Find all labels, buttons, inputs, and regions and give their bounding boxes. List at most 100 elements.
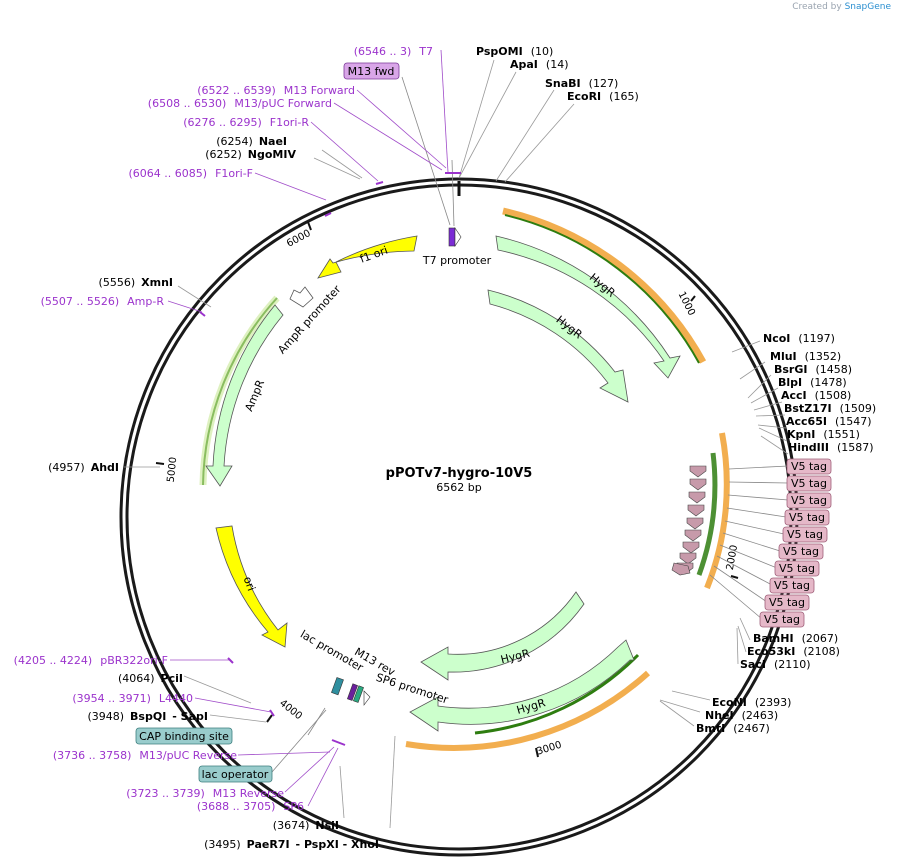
primer-name[interactable]: L4440 bbox=[159, 692, 193, 705]
primer-name[interactable]: M13/pUC Reverse bbox=[139, 749, 237, 762]
v5-tag-label[interactable]: V5 tag bbox=[774, 579, 810, 592]
site-ngomiv[interactable]: (6252)NgoMIV bbox=[205, 148, 296, 161]
site-apai[interactable]: ApaI(14) bbox=[510, 58, 569, 71]
primer-label-amp-r[interactable]: (5507 .. 5526)Amp-R bbox=[41, 295, 165, 308]
primer-label-m13-reverse[interactable]: (3723 .. 3739)M13 Reverse bbox=[126, 787, 284, 800]
v5-tag-label[interactable]: V5 tag bbox=[791, 494, 827, 507]
site-name[interactable]: NgoMIV bbox=[248, 148, 297, 161]
site-name[interactable]: AhdI bbox=[91, 461, 119, 474]
site-paer7i[interactable]: (3495)PaeR7I- PspXI - XhoI bbox=[204, 838, 379, 851]
primer-label-m13-puc-reverse[interactable]: (3736 .. 3758)M13/pUC Reverse bbox=[53, 749, 237, 762]
v5-tag-box[interactable]: V5 tag bbox=[784, 509, 830, 526]
site-name[interactable]: BamHI bbox=[753, 632, 794, 645]
v5-tag-box[interactable]: V5 tag bbox=[778, 543, 824, 560]
site-ahdi[interactable]: (4957)AhdI bbox=[48, 461, 119, 474]
site-name[interactable]: SnaBI bbox=[545, 77, 581, 90]
site-ncoi[interactable]: NcoI(1197) bbox=[763, 332, 835, 345]
site-name[interactable]: BlpI bbox=[778, 376, 802, 389]
site-bstz17i[interactable]: BstZ17I(1509) bbox=[784, 402, 876, 415]
v5-tag-box[interactable]: V5 tag bbox=[786, 475, 832, 492]
site-kpni[interactable]: KpnI(1551) bbox=[787, 428, 860, 441]
box-label[interactable]: M13 fwd bbox=[348, 65, 395, 78]
v5-tag-box[interactable]: V5 tag bbox=[786, 492, 832, 509]
site-name[interactable]: EcoNI bbox=[712, 696, 747, 709]
site-name[interactable]: MluI bbox=[770, 350, 797, 363]
site-name[interactable]: PciI bbox=[161, 672, 183, 685]
primer-label-f1ori-r[interactable]: (6276 .. 6295)F1ori-R bbox=[183, 116, 309, 129]
site-name[interactable]: PaeR7I bbox=[247, 838, 290, 851]
primer-label-t7[interactable]: (6546 .. 3)T7 bbox=[354, 45, 433, 58]
site-bspqi[interactable]: (3948)BspQI- SapI bbox=[87, 710, 208, 723]
site-name[interactable]: HindIII bbox=[788, 441, 829, 454]
site-name[interactable]: NsiI bbox=[315, 819, 339, 832]
site-hindiii[interactable]: HindIII(1587) bbox=[788, 441, 874, 454]
v5-tag-box[interactable]: V5 tag bbox=[759, 611, 805, 628]
site-name[interactable]: BstZ17I bbox=[784, 402, 832, 415]
v5-tag-label[interactable]: V5 tag bbox=[783, 545, 819, 558]
v5-tag-box[interactable]: V5 tag bbox=[782, 526, 828, 543]
box-label[interactable]: CAP binding site bbox=[139, 730, 229, 743]
primer-name[interactable]: SP6 bbox=[283, 800, 304, 813]
site-eco53ki[interactable]: Eco53kI(2108) bbox=[747, 645, 840, 658]
primer-label-l4440[interactable]: (3954 .. 3971)L4440 bbox=[72, 692, 193, 705]
primer-name[interactable]: M13/pUC Forward bbox=[234, 97, 332, 110]
v5-tag-label[interactable]: V5 tag bbox=[769, 596, 805, 609]
primer-label-pbr322ori-f[interactable]: (4205 .. 4224)pBR322ori-F bbox=[14, 654, 168, 667]
site-nhei[interactable]: NheI(2463) bbox=[705, 709, 778, 722]
site-name[interactable]: PspOMI bbox=[476, 45, 523, 58]
site-extra[interactable]: - PspXI - XhoI bbox=[296, 838, 379, 851]
site-bamhi[interactable]: BamHI(2067) bbox=[753, 632, 838, 645]
site-name[interactable]: BspQI bbox=[130, 710, 166, 723]
site-xmni[interactable]: (5556)XmnI bbox=[99, 276, 173, 289]
v5-tag-label[interactable]: V5 tag bbox=[787, 528, 823, 541]
site-bsrgi[interactable]: BsrGI(1458) bbox=[774, 363, 852, 376]
box-lac-operator[interactable]: lac operator bbox=[198, 765, 273, 783]
v5-tag-label[interactable]: V5 tag bbox=[791, 477, 827, 490]
primer-name[interactable]: M13 Forward bbox=[284, 84, 355, 97]
site-ecori[interactable]: EcoRI(165) bbox=[567, 90, 639, 103]
site-econi[interactable]: EcoNI(2393) bbox=[712, 696, 791, 709]
primer-label-m13-forward[interactable]: (6522 .. 6539)M13 Forward bbox=[197, 84, 355, 97]
site-name[interactable]: KpnI bbox=[787, 428, 815, 441]
site-name[interactable]: Acc65I bbox=[786, 415, 827, 428]
site-pcii[interactable]: (4064)PciI bbox=[118, 672, 183, 685]
primer-name[interactable]: Amp-R bbox=[127, 295, 164, 308]
site-name[interactable]: BmtI bbox=[696, 722, 725, 735]
site-acci[interactable]: AccI(1508) bbox=[781, 389, 851, 402]
site-name[interactable]: AccI bbox=[781, 389, 807, 402]
box-m13-fwd[interactable]: M13 fwd bbox=[343, 62, 400, 80]
site-mlui[interactable]: MluI(1352) bbox=[770, 350, 841, 363]
v5-tag-box[interactable]: V5 tag bbox=[774, 560, 820, 577]
site-name[interactable]: NheI bbox=[705, 709, 734, 722]
primer-name[interactable]: pBR322ori-F bbox=[100, 654, 168, 667]
primer-name[interactable]: F1ori-R bbox=[270, 116, 310, 129]
box-label[interactable]: lac operator bbox=[202, 768, 269, 781]
site-name[interactable]: XmnI bbox=[141, 276, 173, 289]
v5-tag-label[interactable]: V5 tag bbox=[779, 562, 815, 575]
site-nsii[interactable]: (3674)NsiI bbox=[273, 819, 339, 832]
box-cap-binding-site[interactable]: CAP binding site bbox=[135, 727, 233, 745]
primer-name[interactable]: T7 bbox=[418, 45, 433, 58]
site-blpi[interactable]: BlpI(1478) bbox=[778, 376, 847, 389]
primer-name[interactable]: F1ori-F bbox=[215, 167, 253, 180]
site-bmti[interactable]: BmtI(2467) bbox=[696, 722, 770, 735]
site-pspomi[interactable]: PspOMI(10) bbox=[476, 45, 553, 58]
site-saci[interactable]: SacI(2110) bbox=[740, 658, 811, 671]
v5-tag-box[interactable]: V5 tag bbox=[764, 594, 810, 611]
site-name[interactable]: EcoRI bbox=[567, 90, 601, 103]
site-name[interactable]: Eco53kI bbox=[747, 645, 795, 658]
v5-tag-label[interactable]: V5 tag bbox=[789, 511, 825, 524]
v5-tag-box[interactable]: V5 tag bbox=[769, 577, 815, 594]
site-name[interactable]: NcoI bbox=[763, 332, 790, 345]
v5-tag-box[interactable]: V5 tag bbox=[786, 458, 832, 475]
primer-name[interactable]: M13 Reverse bbox=[213, 787, 284, 800]
site-name[interactable]: SacI bbox=[740, 658, 766, 671]
v5-tag-label[interactable]: V5 tag bbox=[764, 613, 800, 626]
primer-label-f1ori-f[interactable]: (6064 .. 6085)F1ori-F bbox=[129, 167, 254, 180]
site-name[interactable]: ApaI bbox=[510, 58, 538, 71]
site-snabi[interactable]: SnaBI(127) bbox=[545, 77, 618, 90]
site-acc65i[interactable]: Acc65I(1547) bbox=[786, 415, 872, 428]
primer-label-sp6[interactable]: (3688 .. 3705)SP6 bbox=[197, 800, 304, 813]
v5-tag-label[interactable]: V5 tag bbox=[791, 460, 827, 473]
site-naei[interactable]: (6254)NaeI bbox=[216, 135, 287, 148]
